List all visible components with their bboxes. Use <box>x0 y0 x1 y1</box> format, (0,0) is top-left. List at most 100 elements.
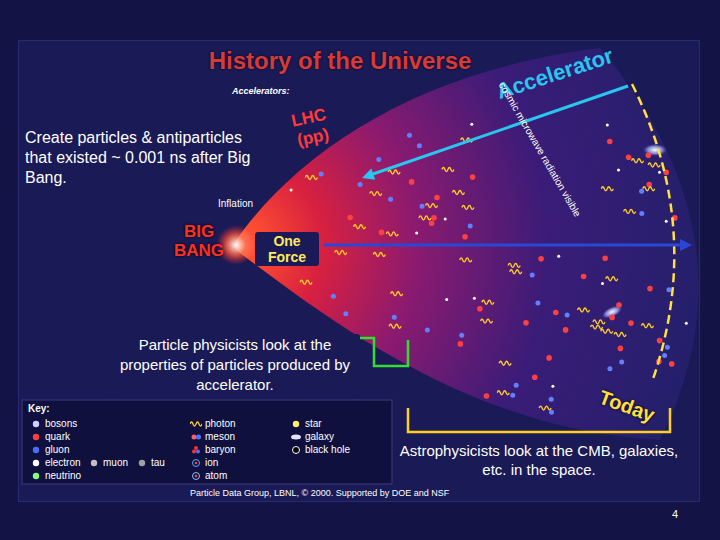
arrow-head <box>362 168 375 179</box>
particle-dot <box>417 143 422 148</box>
chart-label: Accelerators: <box>232 86 290 97</box>
legend-item: black hole <box>290 444 350 456</box>
photon-squiggle <box>643 187 655 191</box>
particle-dot <box>407 133 412 138</box>
particle-dot <box>685 322 688 325</box>
swatch-shape <box>195 462 198 465</box>
particle-dot <box>343 311 348 316</box>
particle-dot <box>662 353 667 358</box>
photon-squiggle <box>539 406 551 410</box>
swatch-shape <box>194 446 198 450</box>
particle-dot <box>532 375 538 381</box>
legend-text: muon <box>103 457 128 468</box>
accelerator-bracket <box>360 338 408 366</box>
legend-swatch <box>136 458 148 468</box>
photon-squiggle <box>624 209 636 213</box>
legend-item: electron <box>30 457 81 469</box>
photon-squiggle <box>614 333 626 337</box>
particle-dot <box>470 123 473 126</box>
legend-swatch <box>190 458 202 468</box>
legend-swatch <box>190 445 202 455</box>
legend-item: galaxy <box>290 431 334 443</box>
particle-dot <box>462 234 468 240</box>
legend-text: atom <box>205 470 227 481</box>
note-text: Astrophysicists look at the CMB, galaxie… <box>396 440 682 480</box>
legend-swatch <box>290 419 302 429</box>
particle-dot <box>609 315 615 321</box>
particle-dot <box>425 328 430 333</box>
swatch-shape <box>33 421 39 427</box>
particle-dot <box>647 286 653 292</box>
particle-dot <box>420 204 425 209</box>
particle-dot <box>557 255 560 258</box>
particle-dot <box>514 383 519 388</box>
particle-dot <box>646 153 652 159</box>
particle-dot <box>602 255 608 261</box>
legend-swatch <box>290 432 302 442</box>
photon-squiggle <box>641 324 653 328</box>
legend-text: ion <box>205 457 218 468</box>
particle-dot <box>468 224 473 229</box>
legend-item: tau <box>136 457 165 469</box>
legend-text: gluon <box>45 444 69 455</box>
photon-squiggle <box>482 300 494 304</box>
particle-dot <box>319 172 324 177</box>
particle-dot <box>477 306 483 312</box>
particle-dot <box>470 174 476 180</box>
particle-dot <box>523 320 529 326</box>
photon-squiggle <box>354 225 366 229</box>
particle-dot <box>388 197 393 202</box>
today-label: Today <box>592 383 662 428</box>
photon-squiggle <box>391 292 403 296</box>
swatch-shape <box>91 460 97 466</box>
particle-dot <box>581 274 587 280</box>
legend-text: quark <box>45 431 70 442</box>
legend-item: muon <box>88 457 128 469</box>
particle-dot <box>626 155 632 161</box>
legend-text: star <box>305 418 322 429</box>
legend-item: star <box>290 418 322 430</box>
swatch-shape <box>291 435 301 440</box>
photon-squiggle <box>591 325 603 329</box>
legend-text: neutrino <box>45 470 81 481</box>
photon-squiggle <box>510 270 522 274</box>
particle-dot <box>459 333 464 338</box>
photon-squiggle <box>460 258 472 262</box>
particle-dot <box>553 310 559 316</box>
photon-squiggle <box>462 205 474 209</box>
legend-swatch <box>88 458 100 468</box>
particle-dot <box>618 346 624 352</box>
particle-dot <box>606 124 609 127</box>
particle-dot <box>473 297 476 300</box>
legend-swatch <box>190 419 202 429</box>
particle-dot <box>546 355 552 361</box>
swatch-shape <box>196 435 201 440</box>
particle-dot <box>639 189 644 194</box>
particle-dot <box>657 338 663 344</box>
particle-dot <box>538 256 544 262</box>
key-heading: Key: <box>28 403 50 415</box>
particle-dot <box>658 171 661 174</box>
particle-dot <box>549 410 554 415</box>
swatch-shape <box>190 422 202 426</box>
particle-dot <box>646 182 652 188</box>
particle-dot <box>392 315 397 320</box>
particle-dot <box>665 345 670 350</box>
photon-squiggle <box>335 251 347 255</box>
photon-squiggle <box>370 192 382 196</box>
particle-dot <box>639 211 644 216</box>
particle-dot <box>379 230 385 236</box>
photon-squiggle <box>508 263 520 267</box>
photon-squiggle <box>388 170 400 174</box>
photon-squiggle <box>632 159 644 163</box>
photon-squiggle <box>426 204 438 208</box>
legend-item: gluon <box>30 444 69 456</box>
photon-squiggle <box>648 163 660 167</box>
photon-squiggle <box>389 324 401 328</box>
photon-squiggle <box>578 308 590 312</box>
swatch-shape <box>33 473 39 479</box>
particle-dot <box>669 361 675 367</box>
legend-item: neutrino <box>30 470 81 482</box>
particle-dot <box>530 273 535 278</box>
particle-dot <box>290 188 293 191</box>
